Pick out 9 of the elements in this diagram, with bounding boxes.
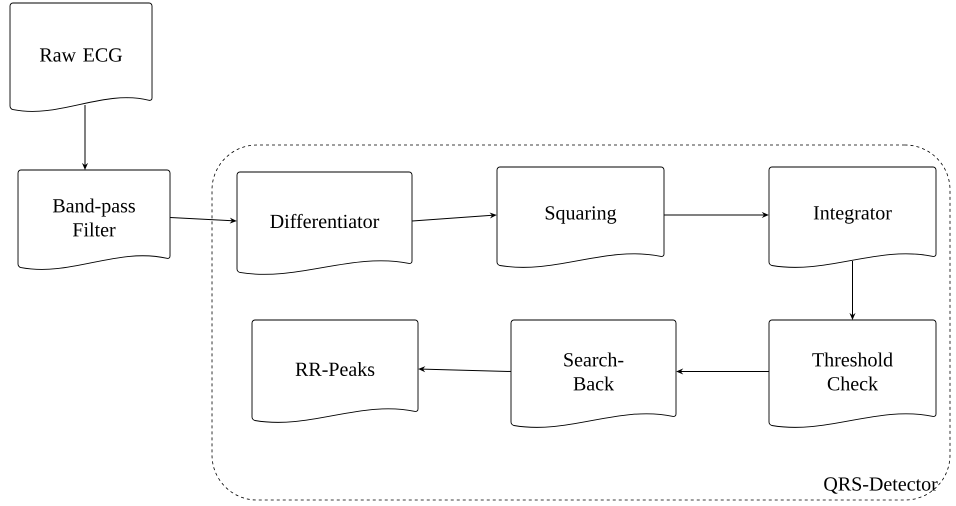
group-label: QRS-Detector [824, 477, 938, 494]
process-box: Search-Back [510, 320, 676, 428]
process-box: Band-pass Filter [18, 170, 170, 270]
process-box: Threshold Check [768, 320, 936, 428]
process-box: Raw ECG [10, 2, 152, 112]
process-box: Integrator [768, 166, 936, 268]
process-box: Differentiator [236, 172, 412, 275]
process-box: Squaring [496, 166, 664, 268]
process-box: RR-Peaks [252, 320, 418, 423]
